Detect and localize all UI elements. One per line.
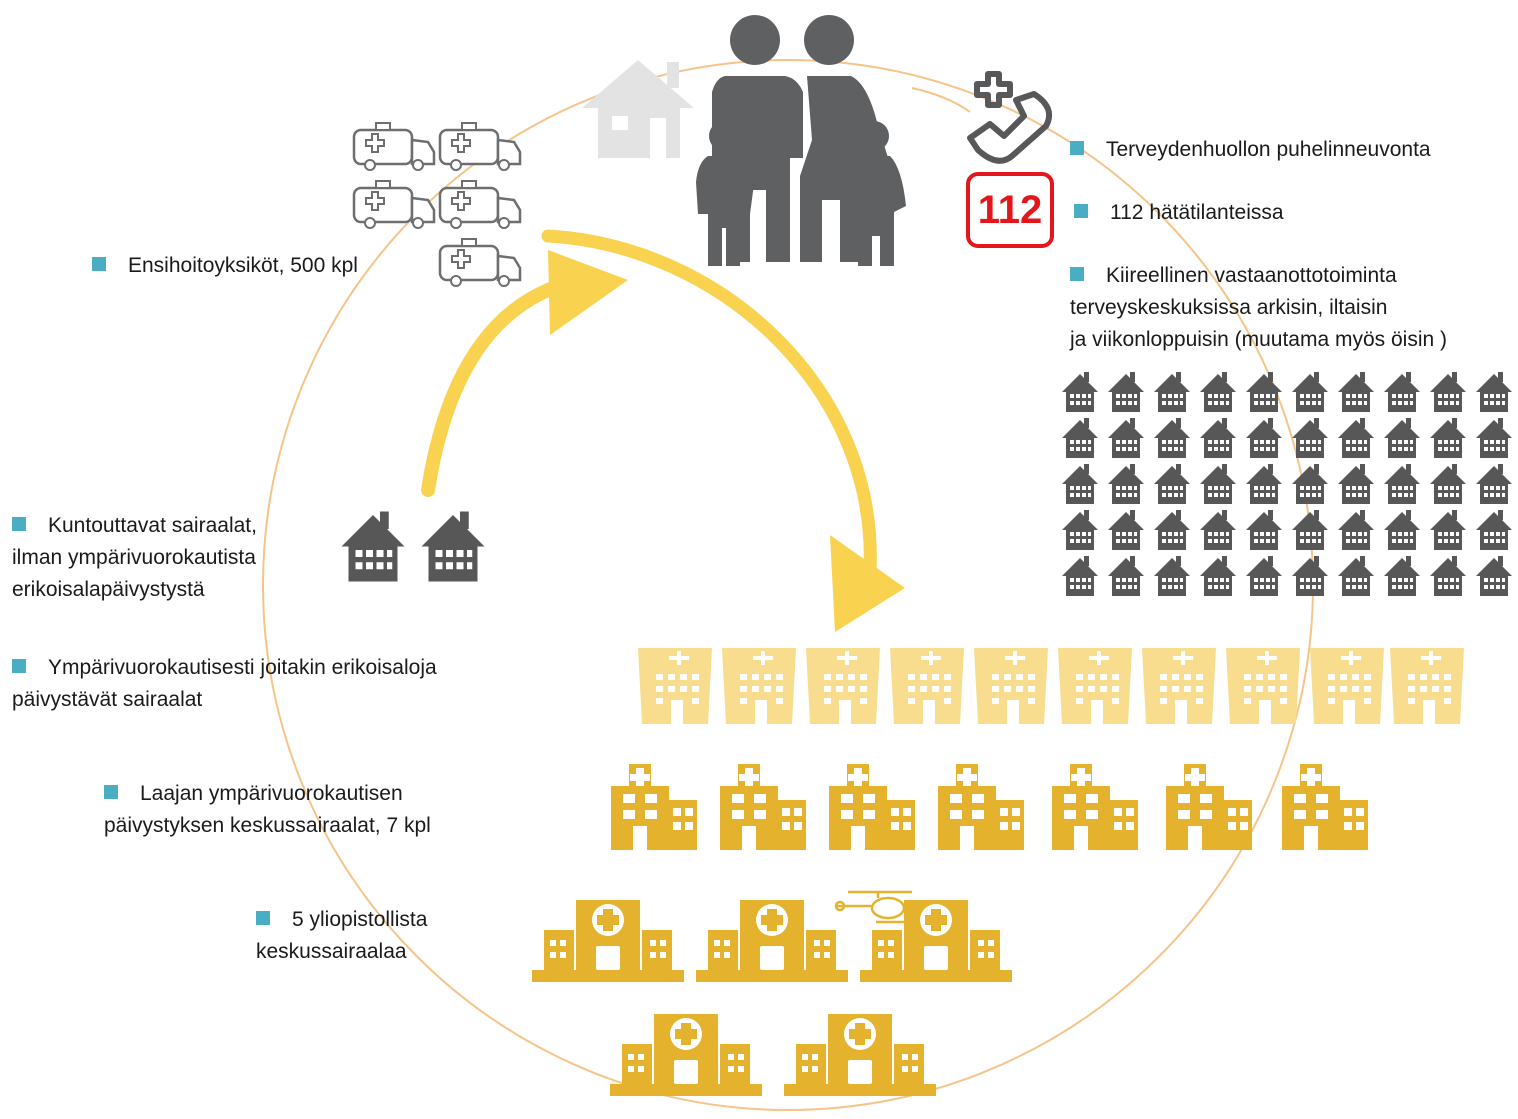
bullet-icon <box>92 257 106 271</box>
health-centre-icon <box>1062 372 1512 596</box>
family-icon <box>696 15 906 266</box>
central-hospital-icon <box>611 764 1368 850</box>
bullet-icon <box>12 659 26 673</box>
label-ambulance-units: Ensihoitoyksiköt, 500 kpl <box>92 250 358 282</box>
label-specialty-hospitals: Ympärivuorokautisesti joitakin erikoisal… <box>12 656 437 711</box>
phone-medical-icon <box>967 71 1052 164</box>
label-university-hospitals: 5 yliopistollista keskussairaalaa <box>256 908 428 963</box>
rehab-hospital-icon <box>341 511 485 582</box>
bullet-icon <box>104 785 118 799</box>
emergency-112-badge: 112 <box>966 172 1054 248</box>
house-icon <box>582 60 694 158</box>
main-arrow-shaft <box>541 229 877 577</box>
helicopter-icon <box>834 890 912 924</box>
upward-arrow-head <box>548 250 628 335</box>
hospital-icon <box>638 648 1464 724</box>
bullet-icon <box>12 517 26 531</box>
university-hospital-icon <box>532 900 1012 1096</box>
bullet-icon <box>1070 141 1084 155</box>
label-urgent-reception: Kiireellinen vastaanottotoiminta terveys… <box>1070 264 1447 351</box>
label-central-hospitals: Laajan ympärivuorokautisen päivystyksen … <box>104 782 431 837</box>
bullet-icon <box>256 911 270 925</box>
label-112: 112 hätätilanteissa <box>1074 197 1284 229</box>
main-arrow-head <box>830 535 905 632</box>
bullet-icon <box>1070 267 1084 281</box>
ambulance-icon <box>352 121 522 288</box>
label-phone-advice: Terveydenhuollon puhelinneuvonta <box>1070 134 1431 166</box>
bullet-icon <box>1074 204 1088 218</box>
label-rehab-hospitals: Kuntouttavat sairaalat, ilman ympärivuor… <box>12 514 257 601</box>
